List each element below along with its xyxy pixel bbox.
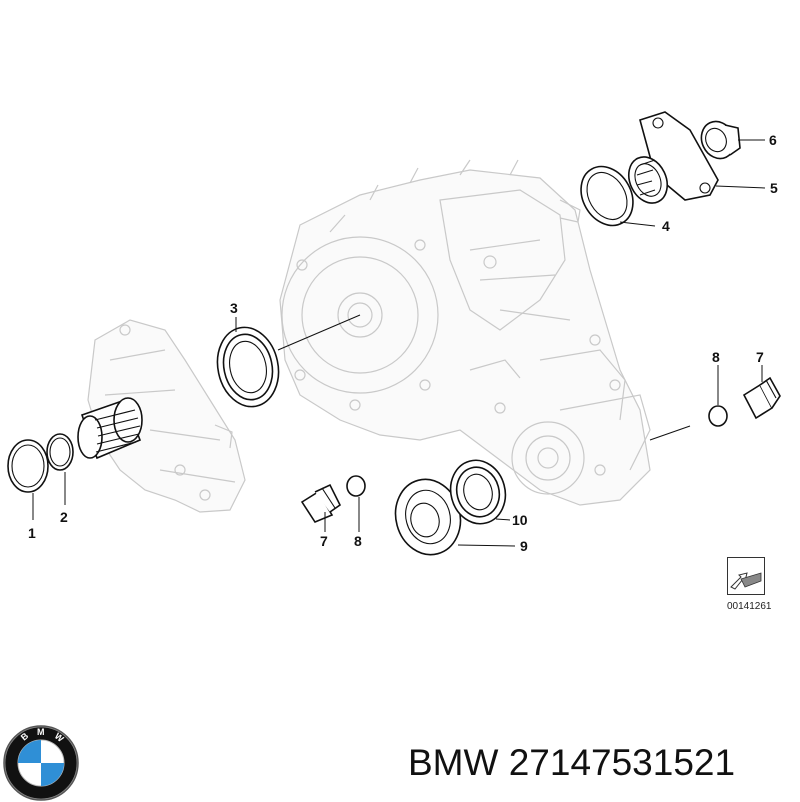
part-1-circlip (7, 439, 49, 493)
part-6-collar-nut (700, 120, 741, 160)
part-caption: BMW 27147531521 (408, 738, 788, 788)
svg-text:M: M (37, 727, 45, 737)
callout-6: 6 (769, 132, 777, 148)
part-9-seal-cover (394, 478, 462, 556)
callout-7-left: 7 (320, 533, 328, 549)
part-3-shaft-seal (216, 326, 280, 408)
part-5-output-flange (627, 111, 719, 204)
part-10-shaft-seal (449, 459, 507, 525)
callout-10: 10 (512, 512, 528, 528)
part-7-plug-left (300, 483, 342, 523)
callout-8-right: 8 (712, 349, 720, 365)
callout-1: 1 (28, 525, 36, 541)
leader-lines (32, 139, 766, 547)
part-8-o-ring-left (346, 475, 366, 497)
callout-9: 9 (520, 538, 528, 554)
splined-hub (77, 397, 143, 460)
svg-text:B: B (19, 730, 31, 742)
callout-3: 3 (230, 300, 238, 316)
part-2-snap-ring (46, 433, 74, 471)
callout-2: 2 (60, 509, 68, 525)
part-8-o-ring-right (708, 405, 728, 427)
transfer-case-housing (279, 159, 651, 506)
callout-8-left: 8 (354, 533, 362, 549)
callout-4: 4 (662, 218, 670, 234)
callout-7-right: 7 (756, 349, 764, 365)
part-7-plug-right (742, 376, 781, 420)
part-number: 27147531521 (508, 742, 736, 783)
brand-name: BMW (408, 742, 499, 783)
part-4-ring-seal (580, 165, 634, 227)
catalog-number: 00141261 (727, 601, 772, 612)
callout-5: 5 (770, 180, 778, 196)
direction-arrow-icon (727, 557, 765, 595)
bmw-logo-icon: B M W (3, 725, 79, 801)
